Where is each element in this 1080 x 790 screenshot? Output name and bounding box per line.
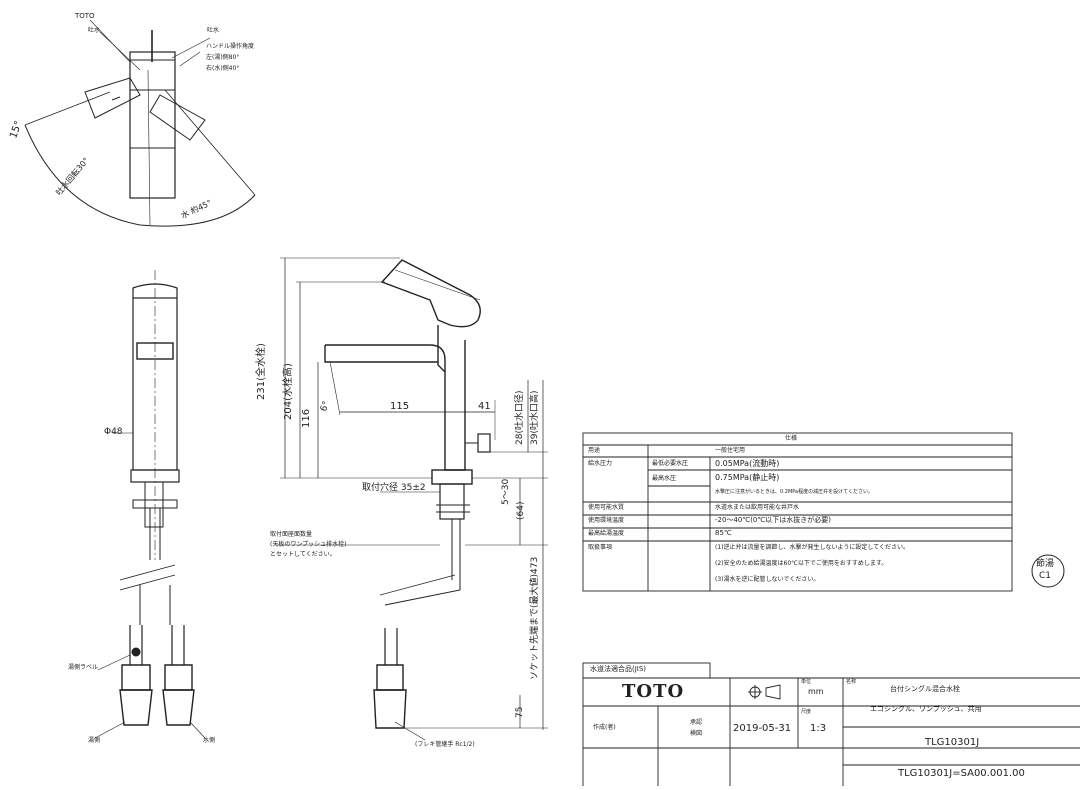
dim-116: 116: [301, 408, 312, 428]
saving-stamp: [1031, 554, 1065, 588]
spec-label: 最高給湯温度: [588, 530, 625, 537]
scale-label: 尺度: [801, 709, 812, 715]
title-block: [582, 662, 1080, 786]
dim-75: 75: [515, 706, 525, 718]
front-hot-label: 湯側ラベル: [68, 664, 99, 671]
front-hot-side: 湯側: [88, 737, 101, 744]
spec-value: 一般住宅用: [715, 447, 746, 454]
spec-value: 0.75MPa(静止時): [715, 473, 780, 482]
spec-value: 85℃: [715, 529, 732, 537]
side-handle: [380, 259, 481, 328]
model-number: TLG10301J: [925, 737, 980, 748]
spec-label: 給水圧力: [588, 460, 613, 467]
spec-label: 使用環境温度: [588, 517, 625, 524]
spec-value: (2)安全のため給湯温度は60℃以下でご使用をおすすめします。: [715, 560, 888, 567]
spec-value: 0.05MPa(流動時): [715, 459, 780, 468]
name-label: 名称: [846, 679, 857, 685]
top-brand-label: TOTO: [75, 12, 95, 20]
spec-sub: 最高水圧: [652, 475, 677, 482]
side-view: [275, 257, 548, 741]
mount-hole: 取付穴径 35±2: [362, 483, 426, 493]
note-line1: 取付面座面数量: [270, 531, 313, 538]
spec-value: 水撃圧に注意がいるときは、0.2MPa程度の減圧弁を設けてください。: [715, 489, 873, 495]
note-line3: とセットしてください。: [270, 551, 336, 558]
handle-angle-right: 右(水)側40°: [206, 65, 240, 72]
dim-231: 231(全水栓): [256, 343, 267, 400]
note-line2: (天板のワンプッシュ排水栓): [270, 541, 347, 548]
spec-label: 取扱事項: [588, 544, 613, 551]
top-label-a: 吐水: [88, 27, 101, 34]
front-cold-side: 水側: [203, 737, 216, 744]
dim-5-30: 5〜30: [501, 478, 511, 505]
doc-number: TLG10301J=SA00.001.00: [898, 768, 1025, 779]
product-name: 台付シングル混合水栓: [890, 685, 960, 693]
spec-value: (1)逆止弁は流量を調節し、水撃が発生しないように設定してください。: [715, 544, 910, 551]
top-label-b: 吐水: [207, 27, 220, 34]
spec-value: (3)湯水を逆に配管しないでください。: [715, 576, 820, 583]
product-sub: エコシングル、ワンプッシュ、共用: [870, 705, 982, 713]
side-spout: [324, 344, 446, 372]
dim-473: ソケット先端まで(最大値)473: [530, 556, 540, 680]
scale-value: 1:3: [810, 723, 827, 734]
dim-115: 115: [390, 401, 410, 412]
stamp-line1: 節湯: [1036, 559, 1055, 569]
dim-28: 28(吐水口径): [515, 390, 525, 445]
spec-header: 仕様: [785, 435, 798, 442]
top-view: [24, 19, 256, 227]
rotation-arc: [24, 124, 256, 227]
front-view: [94, 270, 206, 739]
dim-204: 204(水栓高): [283, 363, 294, 420]
spec-value: 水道水または飲用可能な井戸水: [715, 504, 800, 511]
unit-label: 単位: [801, 679, 812, 685]
spec-value: -20〜40℃(0℃以下は水抜きが必要): [715, 516, 831, 524]
drawing-date: 2019-05-31: [733, 723, 792, 734]
spec-table: [582, 432, 1013, 592]
unit-value: mm: [808, 687, 824, 696]
handle-angle-left: 左(湯)側80°: [206, 54, 240, 61]
flex-note: (フレキ管継手 Rc1/2): [415, 741, 475, 748]
handle-angle-title: ハンドル操作角度: [206, 43, 255, 50]
jis-label: 水道法適合品(JIS): [590, 665, 647, 673]
spec-label: 使用可能水質: [588, 504, 625, 511]
spec-sub: 最低必要水圧: [652, 460, 689, 467]
stamp-line2: C1: [1039, 571, 1052, 581]
drawn-label: 作成(者): [593, 724, 616, 731]
check-label2: 検図: [690, 730, 703, 737]
dim-39: 39(吐水口高): [530, 390, 540, 445]
spec-label: 用途: [588, 447, 601, 454]
dim-64: (64): [516, 501, 526, 520]
brand-logo: TOTO: [622, 681, 685, 702]
check-label1: 承認: [690, 719, 703, 726]
dim-41: 41: [478, 401, 491, 412]
front-diameter: Φ48: [104, 427, 123, 437]
